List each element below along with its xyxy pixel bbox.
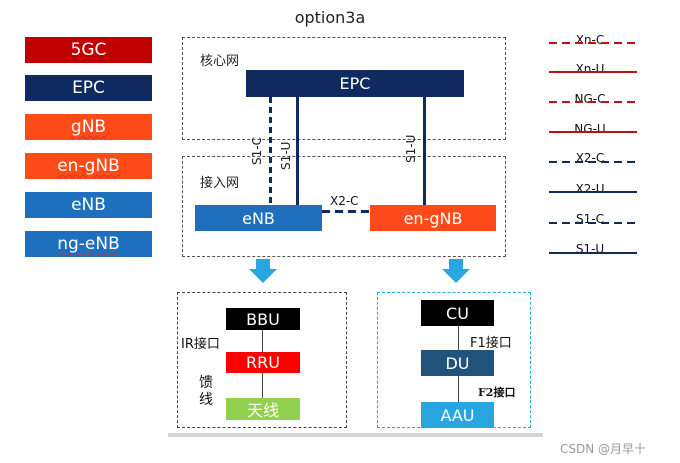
- x2c-label: X2-C: [330, 194, 359, 208]
- legend-gnb: gNB: [25, 114, 152, 140]
- diagram-title: option3a: [294, 8, 366, 27]
- s1c-label: S1-C: [250, 137, 264, 165]
- ir-interface-label: IR接口: [181, 337, 220, 352]
- line-legend-xn-c-label: Xn-C: [575, 33, 605, 47]
- bbu-node: BBU: [226, 308, 300, 330]
- arrow-down-right-icon: [442, 259, 470, 283]
- legend-epc: EPC: [25, 75, 152, 101]
- legend-gnb-label: gNB: [70, 117, 107, 137]
- arrow-down-left-icon: [249, 259, 277, 283]
- enb-node: eNB: [195, 205, 322, 231]
- line-legend-x2-u: [549, 191, 637, 193]
- access-network-region: [182, 156, 506, 257]
- antenna-node: 天线: [226, 398, 300, 420]
- line-legend-ng-u: [549, 131, 637, 133]
- line-legend-s1-c: [549, 222, 637, 224]
- line-legend-ng-c-label: NG-C: [574, 92, 606, 106]
- line-legend-x2-c: [549, 161, 637, 163]
- bbu-rru-connector: [262, 330, 263, 352]
- legend-ng-enb: ng-eNB: [25, 231, 152, 257]
- line-legend-xn-c: [549, 42, 637, 44]
- legend-5gc: 5GC: [25, 37, 152, 63]
- enb-detail-panel: [177, 292, 347, 428]
- core-network-region: [182, 37, 506, 140]
- f1-interface-label: F1接口: [470, 336, 512, 351]
- en-gnb-node: en-gNB: [370, 205, 496, 231]
- x2c-line: [322, 210, 370, 213]
- s1u-left-label: S1-U: [279, 141, 293, 170]
- epc-node: EPC: [246, 70, 464, 97]
- bottom-divider: [168, 433, 543, 437]
- feeder-label: 馈 线: [199, 375, 213, 408]
- du-node: DU: [421, 350, 494, 376]
- legend-enb-label: eNB: [71, 195, 106, 215]
- line-legend-xn-u-label: Xn-U: [575, 62, 605, 76]
- rru-node: RRU: [226, 352, 300, 373]
- s1c-line: [269, 97, 272, 205]
- line-legend-xn-u: [549, 71, 637, 73]
- line-legend-ng-c: [549, 101, 637, 103]
- s1u-left-line: [296, 97, 299, 205]
- line-legend-x2-u-label: X2-U: [575, 182, 605, 196]
- line-legend-s1-u: [549, 252, 637, 254]
- csdn-watermark: CSDN @月早十: [560, 442, 647, 456]
- core-network-label: 核心网: [200, 54, 240, 69]
- legend-5gc-label: 5GC: [70, 40, 107, 60]
- aau-node: AAU: [421, 402, 494, 428]
- du-aau-connector: [458, 376, 459, 402]
- rru-antenna-connector: [262, 373, 263, 398]
- legend-epc-label: EPC: [72, 78, 105, 98]
- s1u-right-label: S1-U: [404, 134, 418, 163]
- legend-en-gnb: en-gNB: [25, 153, 152, 179]
- legend-enb: eNB: [25, 192, 152, 218]
- legend-ng-enb-label: ng-eNB: [57, 234, 120, 254]
- cu-du-connector: [458, 326, 459, 350]
- line-legend-ng-u-label: NG-U: [574, 122, 606, 136]
- f2-interface-label: F2接口: [478, 386, 516, 399]
- s1u-right-line: [423, 97, 426, 205]
- legend-en-gnb-label: en-gNB: [57, 156, 120, 176]
- cu-node: CU: [421, 300, 494, 326]
- access-network-label: 接入网: [200, 176, 240, 191]
